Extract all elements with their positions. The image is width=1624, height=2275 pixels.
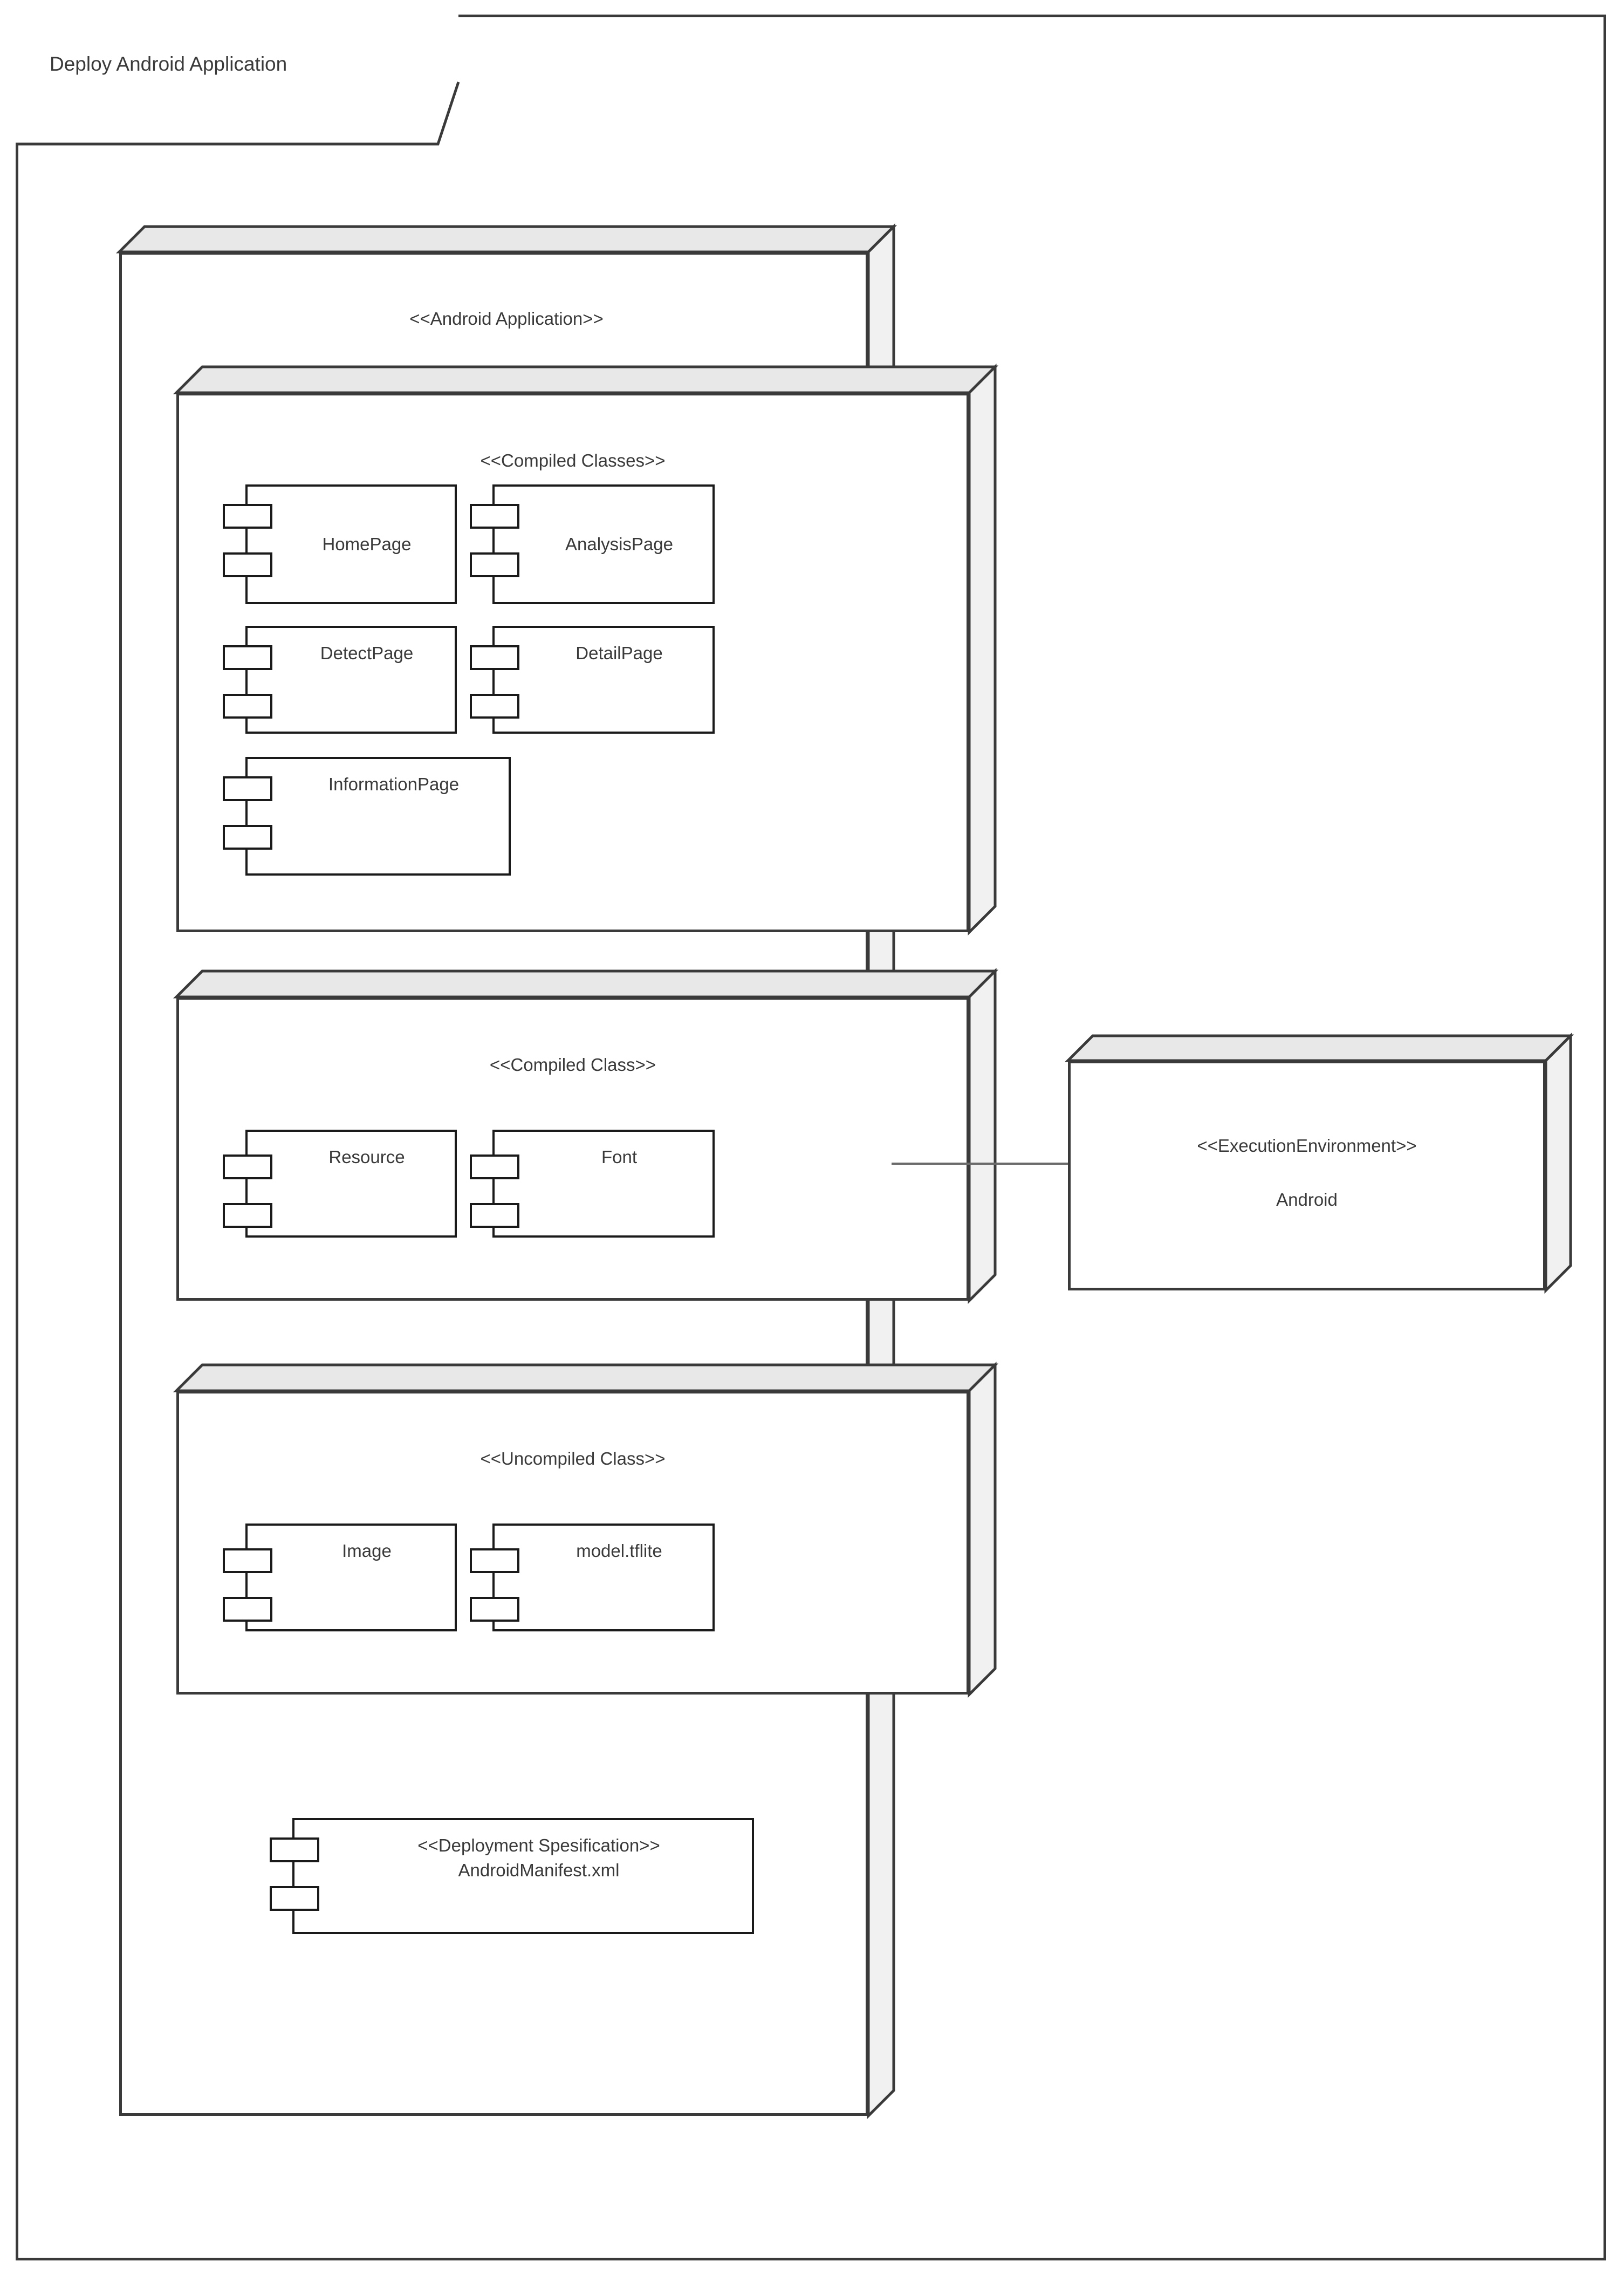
component-port-icon [470, 552, 519, 577]
component-label: model.tflite [576, 1541, 662, 1561]
component-homepage[interactable]: HomePage [223, 484, 457, 604]
component-port-icon [223, 1154, 272, 1179]
component-analysispage[interactable]: AnalysisPage [470, 484, 715, 604]
component-model-tflite[interactable]: model.tflite [470, 1524, 715, 1631]
node-execution-environment[interactable]: <<ExecutionEnvironment>> Android [1064, 1032, 1574, 1294]
component-detectpage[interactable]: DetectPage [223, 626, 457, 734]
component-port-icon [270, 1886, 319, 1911]
component-label: Font [601, 1147, 638, 1167]
component-port-icon [270, 1837, 319, 1862]
component-port-icon [470, 1154, 519, 1179]
component-port-icon [470, 694, 519, 719]
component-detailpage[interactable]: DetailPage [470, 626, 715, 734]
component-port-icon [470, 1597, 519, 1622]
deployment-connector[interactable] [892, 1163, 1068, 1165]
component-label: DetailPage [575, 643, 663, 663]
component-label: AnalysisPage [565, 534, 673, 554]
node-android-application-stereotype: <<Android Application>> [409, 309, 604, 329]
node-uncompiled-class-stereotype: <<Uncompiled Class>> [480, 1449, 666, 1468]
component-label: DetectPage [320, 643, 414, 663]
frame-name-tab [16, 15, 458, 144]
component-port-icon [223, 1548, 272, 1573]
artifact-name: AndroidManifest.xml [458, 1860, 620, 1881]
component-port-icon [223, 504, 272, 529]
component-port-icon [470, 645, 519, 670]
node-execution-environment-body [1068, 1061, 1546, 1290]
artifact-label-block: <<Deployment Spesification>> AndroidMani… [294, 1820, 752, 1932]
component-port-icon [223, 1203, 272, 1228]
component-label: InformationPage [328, 774, 460, 794]
component-label: Resource [328, 1147, 405, 1167]
component-port-icon [223, 1597, 272, 1622]
component-font[interactable]: Font [470, 1130, 715, 1238]
component-label: Image [342, 1541, 392, 1561]
component-port-icon [470, 1548, 519, 1573]
component-port-icon [223, 825, 272, 850]
frame-title: Deploy Android Application [50, 53, 287, 75]
component-label: HomePage [322, 534, 412, 554]
node-execution-environment-stereotype: <<ExecutionEnvironment>> [1197, 1136, 1417, 1156]
component-port-icon [223, 694, 272, 719]
component-resource[interactable]: Resource [223, 1130, 457, 1238]
component-port-icon [223, 552, 272, 577]
component-port-icon [223, 645, 272, 670]
artifact-stereotype: <<Deployment Spesification>> [417, 1835, 660, 1855]
node-compiled-class-stereotype: <<Compiled Class>> [489, 1055, 656, 1075]
component-port-icon [223, 776, 272, 801]
node-compiled-classes-stereotype: <<Compiled Classes>> [480, 450, 666, 470]
component-port-icon [470, 1203, 519, 1228]
component-port-icon [470, 504, 519, 529]
artifact-androidmanifest[interactable]: <<Deployment Spesification>> AndroidMani… [270, 1818, 754, 1934]
node-execution-environment-name: Android [1276, 1190, 1338, 1210]
component-image[interactable]: Image [223, 1524, 457, 1631]
component-informationpage[interactable]: InformationPage [223, 757, 511, 876]
